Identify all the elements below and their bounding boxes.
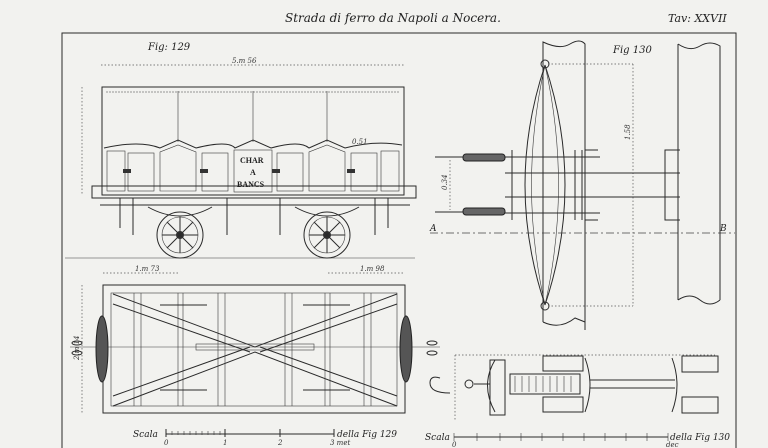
fig129-plan-view: 1.m 73 1.m 98 2.m 14 (70, 265, 440, 414)
dim-spring-height: 1.58 (624, 124, 632, 140)
fig130-buffer-spring: Fig 130 1.58 0.34 A B (429, 40, 735, 330)
scale-tick-label: 2 (277, 439, 283, 447)
car-lettering-line2: A (250, 168, 256, 177)
plate-title: Strada di ferro da Napoli a Nocera. (285, 11, 501, 25)
scale-tick-label: 1 (223, 439, 227, 447)
dim-panel-width: 0.51 (352, 138, 368, 146)
fig129-scale-suffix: della Fig 129 (337, 430, 397, 440)
axis-label-a: A (429, 224, 437, 234)
dim-plan-left: 1.m 73 (135, 265, 160, 273)
dim-chain-spacing: 0.34 (441, 174, 449, 190)
plate-frame (61, 32, 737, 448)
dim-plan-right: 1.m 98 (360, 265, 385, 273)
wheel-left (156, 211, 204, 259)
fig129-side-elevation: Fig: 129 5.m 56 CHAR A BANCS 0.51 (65, 42, 417, 259)
fig129-scale-bar: Scala 0 1 2 3 met della Fig 129 (133, 429, 397, 447)
dim-plan-width: 2.m 14 (73, 336, 81, 361)
scale-tick-label: 3 met (330, 439, 350, 447)
fig129-label: Fig: 129 (147, 42, 191, 53)
car-lettering-line1: CHAR (240, 156, 264, 165)
scale-tick-label: 0 (452, 441, 457, 448)
scale-tick-label: dec (666, 441, 679, 448)
axis-label-b: B (719, 224, 727, 234)
car-lettering-line3: BANCS (237, 180, 265, 189)
plate-number: Tav: XXVII (668, 12, 727, 25)
fig130-scale-prefix: Scala (425, 433, 450, 443)
fig130-scale-suffix: della Fig 130 (670, 433, 730, 443)
scale-tick-label: 0 (164, 439, 169, 447)
fig130-scale-bar: Scala 0 dec della Fig 130 (425, 433, 730, 448)
fig130-label: Fig 130 (612, 45, 652, 56)
wheel-right (303, 211, 351, 259)
fig130-plan-view (429, 354, 719, 420)
dim-overall-length: 5.m 56 (232, 57, 257, 65)
fig129-scale-prefix: Scala (133, 430, 158, 440)
